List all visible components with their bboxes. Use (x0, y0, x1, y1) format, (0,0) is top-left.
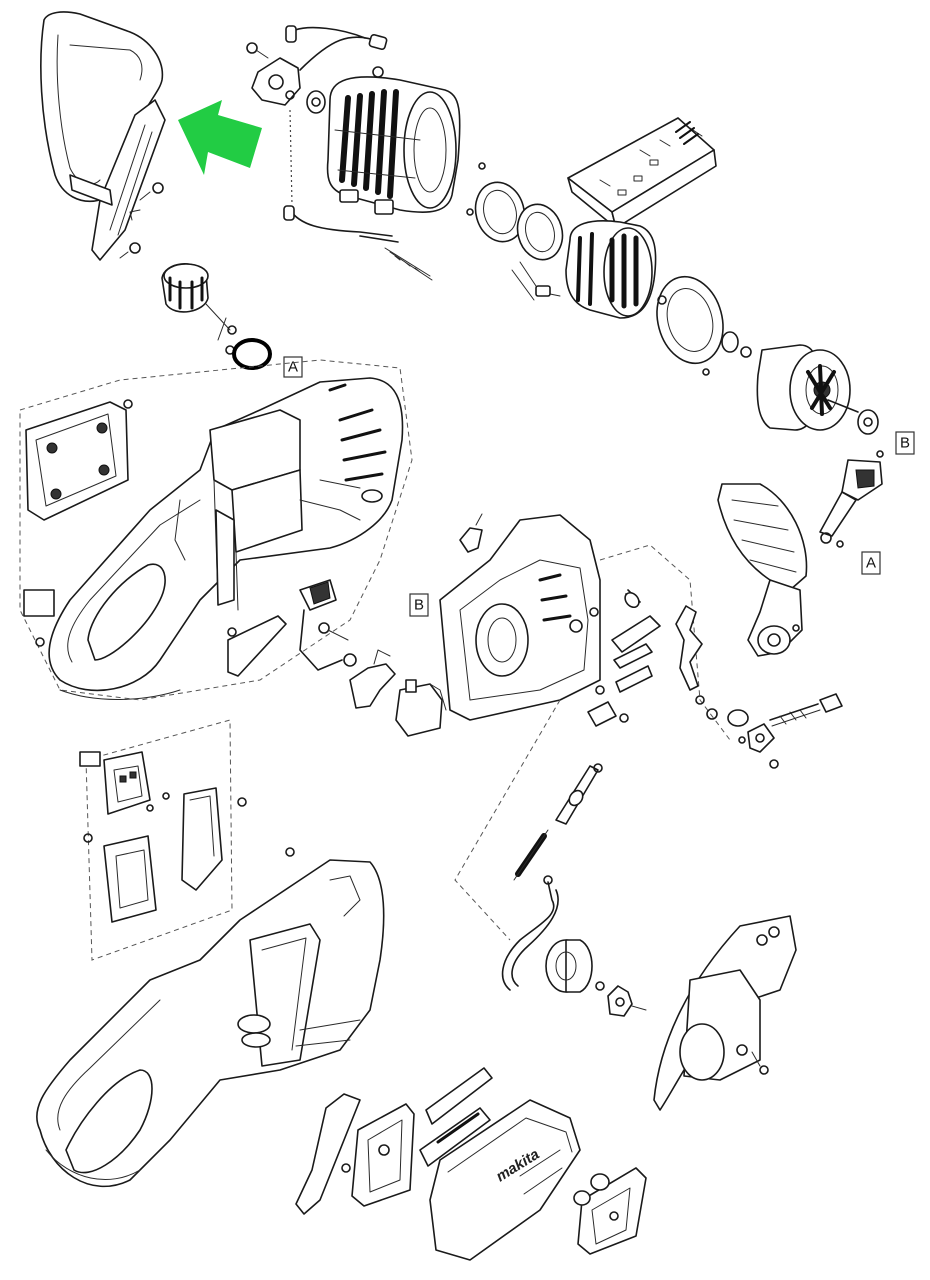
controller-board[interactable] (567, 117, 717, 229)
trigger-lever[interactable] (349, 649, 396, 709)
oil-tank-cap[interactable] (161, 263, 272, 370)
motor-housing[interactable] (326, 76, 486, 216)
terminal-label[interactable] (79, 751, 101, 767)
dashed-chain-boundary (454, 544, 731, 941)
adjuster-spring[interactable] (513, 763, 603, 881)
brake-lever-link[interactable] (819, 450, 884, 548)
gear-housing[interactable] (439, 513, 601, 721)
small-label-plate[interactable] (23, 589, 55, 617)
battery-guide-rails[interactable] (83, 787, 295, 923)
cover-plate-left[interactable] (351, 1103, 415, 1207)
chain-cover-right[interactable] (573, 1167, 647, 1255)
guide-rail-pieces[interactable] (419, 1067, 493, 1167)
battery-cover[interactable]: makita (429, 1099, 581, 1261)
battery-terminal-box-dash (85, 719, 233, 961)
svg-text:A: A (866, 555, 876, 572)
battery-cover-panel[interactable] (25, 399, 133, 521)
right-motor-housing[interactable] (35, 859, 385, 1188)
ref-label-a-right: A (861, 551, 881, 575)
ref-label-b-right: B (895, 431, 915, 455)
motor-rotor[interactable] (756, 344, 879, 435)
battery-terminal-block[interactable] (103, 751, 170, 815)
ref-label-a-top: A (283, 356, 303, 378)
left-motor-housing[interactable] (48, 377, 404, 700)
brake-band[interactable] (501, 875, 559, 991)
oil-pump-assembly[interactable] (246, 25, 433, 281)
left-housing-dash-boundary (19, 359, 413, 701)
sprocket[interactable] (607, 985, 647, 1017)
hand-guard[interactable] (717, 483, 808, 657)
motor-insulator-ring[interactable] (469, 177, 568, 265)
front-handle[interactable] (40, 11, 166, 261)
main-switch[interactable] (395, 679, 447, 737)
bar-plate-parts[interactable] (587, 589, 661, 727)
rear-grip-insert[interactable] (295, 1093, 361, 1215)
screw (35, 637, 45, 647)
motor-stator[interactable] (511, 220, 657, 319)
ref-label-b-center: B (409, 593, 429, 617)
chain-tensioner[interactable] (675, 605, 843, 769)
clutch-drum[interactable] (545, 939, 605, 993)
svg-text:A: A (288, 359, 298, 376)
lock-off-lever[interactable] (227, 615, 287, 677)
arrow-left-up-icon (178, 100, 262, 175)
svg-text:B: B (900, 435, 910, 452)
motor-end-ring[interactable] (648, 269, 752, 376)
svg-text:B: B (414, 597, 424, 614)
sprocket-cover[interactable] (653, 915, 797, 1111)
switch-trigger[interactable] (299, 579, 357, 671)
